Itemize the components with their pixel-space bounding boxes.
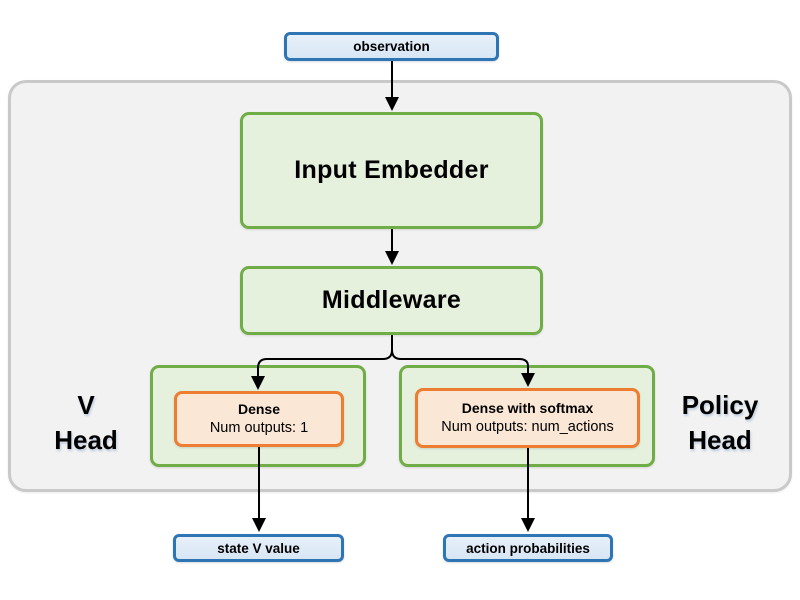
v-head-label-line2: Head — [54, 425, 118, 455]
action-probabilities-label: action probabilities — [466, 540, 590, 556]
v-head-group-label: V Head — [30, 382, 142, 464]
input-embedder-box: Input Embedder — [240, 112, 543, 229]
policy-head-dense-box: Dense with softmax Num outputs: num_acti… — [415, 388, 640, 448]
middleware-box: Middleware — [240, 266, 543, 335]
v-head-dense-box: Dense Num outputs: 1 — [174, 391, 344, 447]
policy-head-label-line1: Policy — [681, 389, 759, 420]
input-embedder-label: Input Embedder — [294, 156, 489, 184]
policy-head-label-line2: Head — [688, 425, 752, 455]
policy-head-group-label: Policy Head — [660, 382, 780, 464]
policy-head-dense-title: Dense with softmax — [461, 399, 594, 416]
state-v-value-label: state V value — [217, 540, 300, 556]
middleware-label: Middleware — [321, 286, 462, 314]
action-probabilities-box: action probabilities — [443, 534, 613, 562]
v-head-label-line1: V — [77, 389, 95, 420]
v-head-dense-subtitle: Num outputs: 1 — [209, 419, 309, 436]
observation-label: observation — [353, 39, 430, 54]
observation-box: observation — [284, 32, 499, 61]
state-v-value-box: state V value — [173, 534, 344, 562]
policy-head-dense-subtitle: Num outputs: num_actions — [441, 418, 614, 435]
v-head-dense-title: Dense — [237, 400, 281, 417]
